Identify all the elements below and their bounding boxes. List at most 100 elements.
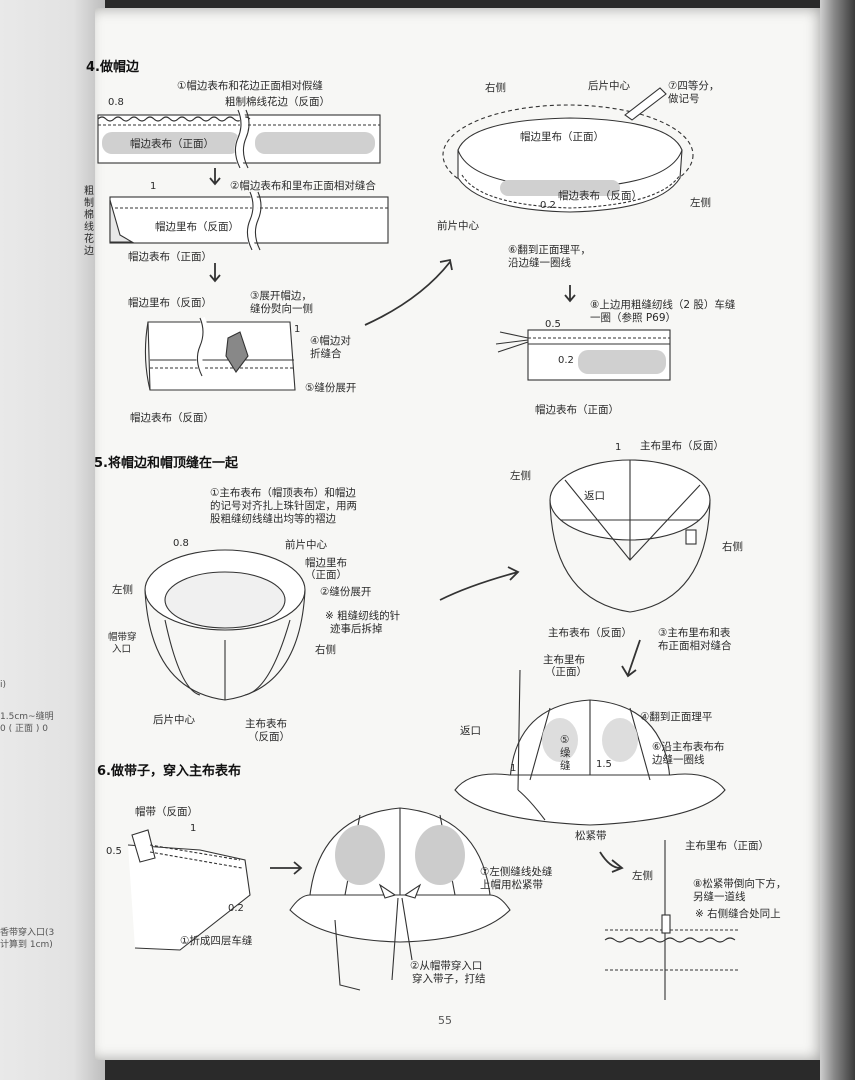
brim-outer-back-label-2: 帽边表布（反面） (558, 190, 642, 202)
step-4-7-label-2: 做记号 (668, 93, 700, 105)
step-5-8-label: ⑧松紧带倒向下方， (693, 878, 787, 890)
brim-strip-illustration-2 (109, 190, 389, 252)
brim-lining-back-label: 帽边里布（反面） (155, 221, 239, 233)
side-lace-label: 粗制棉线花边 (84, 186, 94, 257)
left-edge-text: 0 ( 正面 ) 0 (0, 724, 48, 734)
page-edge-shadow (820, 0, 855, 1080)
elastic-label: 松紧带 (575, 830, 607, 842)
main-lining-front-label: 主布里布 (543, 654, 585, 666)
step-4-2-label: ②帽边表布和里布正面相对缝合 (230, 180, 376, 192)
left-page: i) 1.5cm~缝明 0 ( 正面 ) 0 香带穿入口(3 计算到 1cm) (0, 0, 105, 1080)
dimension-label: 0.8 (173, 538, 189, 549)
section-5-title: 5.将帽边和帽顶缝在一起 (94, 456, 238, 471)
step-4-4-label-2: 折缝合 (310, 348, 342, 360)
brim-outer-front-label-2: 帽边表布（正面） (128, 251, 212, 263)
step-4-3-label-2: 缝份熨向一侧 (250, 303, 313, 315)
step-4-5-label: ⑤缝份展开 (305, 382, 357, 394)
dimension-label: 0.2 (228, 903, 244, 914)
step-4-6-label-2: 沿边缝一圈线 (508, 257, 571, 269)
hat-assembly-illustration-2 (549, 459, 711, 613)
right-side-label-2: 右侧 (315, 644, 336, 656)
dimension-label: 1 (510, 763, 517, 774)
step-4-6-label: ⑥翻到正面理平， (508, 244, 591, 256)
dimension-label: 1 (294, 324, 301, 335)
step-5-2-label: ②缝份展开 (320, 586, 372, 598)
section-6-title: 6.做带子，穿入主布表布 (97, 764, 241, 779)
step-6-2-label-2: 穿入带子，打结 (412, 973, 486, 985)
step-4-7-label: ⑦四等分， (668, 80, 720, 92)
brim-lining-back-label-2: 帽边里布（反面） (128, 297, 212, 309)
left-side-label-2: 左侧 (112, 584, 133, 596)
step-4-3-label: ③展开帽边， (250, 290, 312, 302)
brim-tube-illustration (144, 316, 296, 391)
main-lining-front-label-3: 主布里布（正面） (685, 840, 769, 852)
dimension-label: 1 (615, 442, 622, 453)
left-side-label: 左侧 (690, 197, 711, 209)
left-edge-text: 香带穿入口(3 (0, 928, 55, 938)
front-center-label-2: 前片中心 (285, 539, 327, 551)
brim-gathered-strip-illustration (495, 329, 671, 381)
dimension-label: 1 (190, 823, 197, 834)
section-4-title: 4.做帽边 (86, 60, 139, 75)
right-side-label-3: 右侧 (722, 541, 743, 553)
dimension-label: 0.5 (106, 846, 122, 857)
brim-outer-front-label: 帽边表布（正面） (130, 138, 214, 150)
page-number: 55 (438, 1014, 452, 1027)
dimension-label: 0.2 (540, 200, 556, 211)
strap-entry-label-2: 入口 (112, 644, 132, 655)
brim-ring-illustration (442, 87, 694, 213)
front-center-label: 前片中心 (437, 220, 479, 232)
dimension-label: 1 (150, 181, 157, 192)
dimension-label: 0.5 (545, 319, 561, 330)
main-outer-back-label: 主布表布（反面） (548, 627, 632, 639)
right-side-label: 右侧 (485, 82, 506, 94)
note-label-3: ※ 右侧缝合处同上 (695, 908, 781, 920)
main-lining-back-label: 主布里布（反面） (640, 440, 724, 452)
step-4-4-label: ④帽边对 (310, 335, 351, 347)
dimension-label: 0.8 (108, 97, 124, 108)
step-5-3-label-2: 布正面相对缝合 (658, 640, 732, 652)
step-5-6-label: ⑥沿主布表布布 (652, 741, 725, 753)
step-4-1-label: ①帽边表布和花边正面相对假缝 (177, 80, 323, 92)
brim-outer-back-label: 帽边表布（反面） (130, 412, 214, 424)
step-4-8-label: ⑧上边用粗缝纫线（2 股）车缝 (590, 299, 736, 311)
note-label: ※ 粗缝纫线的针 (325, 610, 401, 622)
left-edge-text: 1.5cm~缝明 (0, 712, 54, 722)
step-6-1-label: ①折成四层车缝 (180, 935, 253, 947)
brim-outer-front-label-3: 帽边表布（正面） (535, 404, 619, 416)
brim-lining-front-label: 帽边里布（正面） (520, 131, 604, 143)
hat-finished-inside-illustration (454, 669, 726, 826)
brim-lining-label: 帽边里布 (305, 557, 347, 569)
strap-back-label: 帽带（反面） (135, 806, 198, 818)
step-6-2-label: ②从帽带穿入口 (410, 960, 483, 972)
note-label-2: 迹事后拆掉 (330, 623, 383, 635)
step-5-5-label: ⑤ (560, 734, 570, 746)
left-side-label-3: 左侧 (510, 470, 531, 482)
step-5-7-label-2: 上帽用松紧带 (480, 879, 543, 891)
strap-entry-label: 帽带穿 (108, 632, 137, 643)
step-5-4-label: ④翻到正面理平 (640, 711, 713, 723)
return-opening-label-2: 返口 (460, 725, 481, 737)
dimension-label: 0.2 (558, 355, 574, 366)
step-5-1-label-3: 股粗缝纫线缝出均等的褶边 (210, 513, 336, 525)
back-center-label-2: 后片中心 (153, 714, 195, 726)
dimension-label: 1.5 (596, 759, 612, 770)
main-outer-label: 主布表布 (245, 718, 287, 730)
main-lining-front-label-2: （正面） (545, 666, 587, 678)
main-outer-label-2: （反面） (248, 731, 290, 743)
back-center-label: 后片中心 (588, 80, 630, 92)
left-side-label-4: 左侧 (632, 870, 653, 882)
step-5-5-label-2: 缲 (560, 747, 571, 759)
step-5-5-label-3: 缝 (560, 760, 571, 772)
return-opening-label: 返口 (584, 490, 605, 502)
step-5-7-label: ⑦左侧缝线处缝 (480, 866, 553, 878)
step-4-8-label-2: 一圈（参照 P69） (590, 312, 677, 324)
strap-illustration (127, 829, 251, 951)
left-edge-text: i) (0, 680, 7, 690)
lace-label: 粗制棉线花边（反面） (225, 96, 330, 108)
left-edge-text: 计算到 1cm) (0, 940, 53, 950)
hat-assembly-illustration-1 (144, 549, 306, 701)
finished-hat-illustration (289, 807, 511, 991)
step-5-8-label-2: 另缝一道线 (693, 891, 746, 903)
